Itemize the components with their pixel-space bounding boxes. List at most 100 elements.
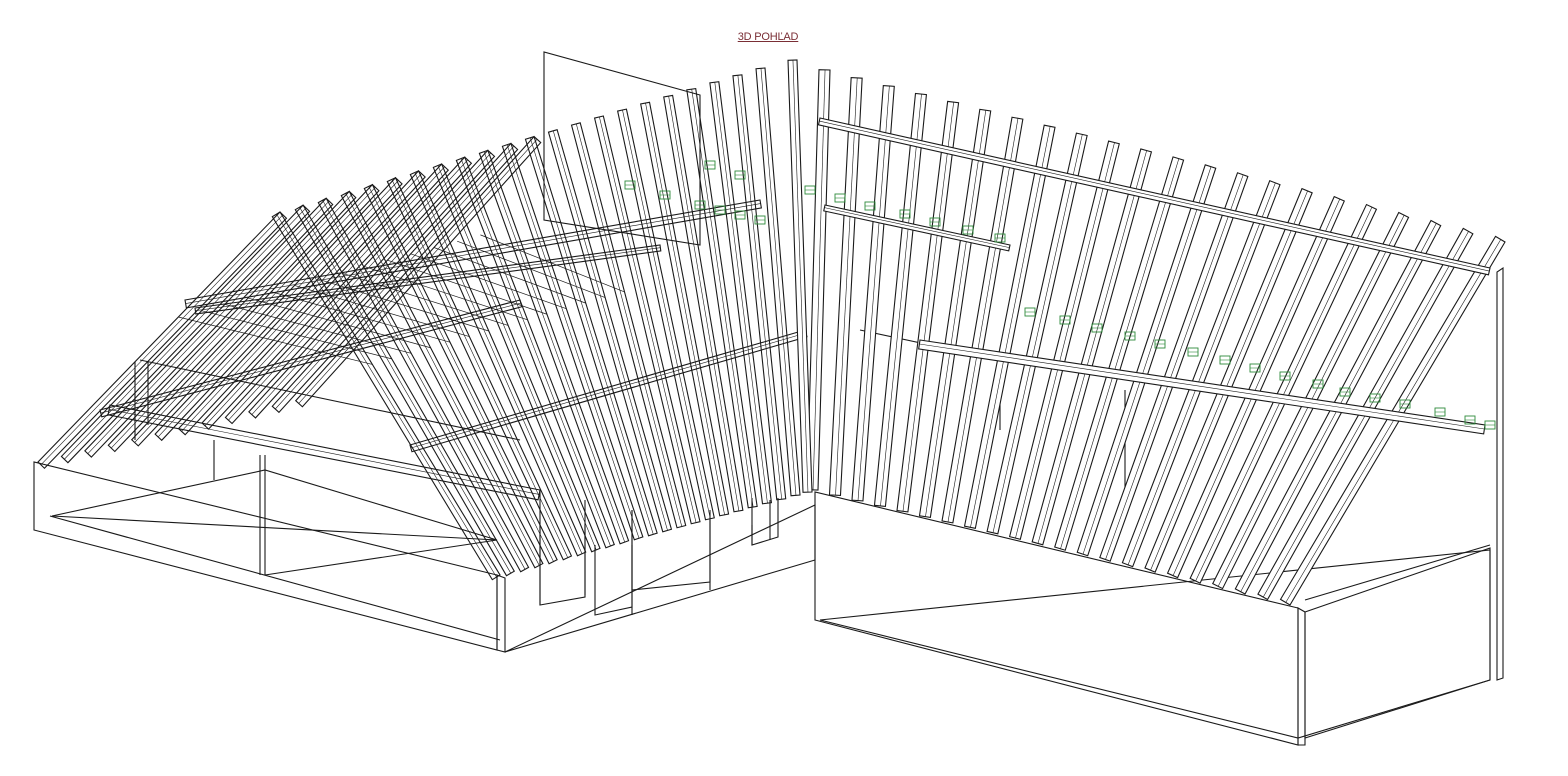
left-rafter-left-0-edge [40, 214, 284, 466]
purlin-upper [184, 199, 763, 309]
right-rafter-11-edge [1060, 158, 1180, 549]
left-rafter-right-14-edge [599, 116, 697, 523]
left-rafter-left-11 [294, 135, 542, 408]
left-rafter-right-11 [524, 135, 658, 537]
left-rafter-right-3 [340, 190, 544, 569]
left-rafter-right-9-edge [483, 151, 626, 543]
right-rafter-14-edge [1127, 182, 1276, 565]
wall-face-2 [51, 469, 498, 541]
tie-beam-left [99, 299, 523, 418]
right-rafter-16-edge [1172, 198, 1341, 576]
purlin-lower [194, 244, 662, 315]
left-rafter-left-3-edge [111, 194, 353, 449]
collar-tie-11 [433, 247, 586, 304]
right-rafter-8-edge [992, 134, 1083, 533]
left-rafter-left-4 [130, 183, 380, 447]
left-rafter-right-5 [386, 176, 573, 561]
left-rafter-right-8-edge [460, 158, 611, 547]
wall-face-9 [543, 51, 701, 246]
left-rafter-right-5-edge [391, 179, 569, 558]
purlin-upper-edge [185, 203, 761, 304]
right-rafter-17 [1189, 203, 1378, 584]
left-rafter-right-13 [570, 122, 687, 529]
wall-face-8 [1496, 266, 1504, 681]
left-rafter-right-18-edge [691, 89, 754, 508]
left-rafter-right-12 [547, 129, 673, 533]
left-rafter-left-3 [107, 190, 357, 453]
right-roof-wing [787, 59, 1506, 606]
left-rafter-right-19 [709, 81, 773, 505]
left-rafter-left-6 [177, 170, 426, 436]
right-rafter-7-edge [970, 126, 1051, 528]
left-rafter-left-1-edge [64, 207, 307, 460]
collar-tie-7 [340, 272, 509, 326]
wall-edge-15 [1304, 544, 1491, 601]
left-rafter-right-21-edge [760, 68, 797, 496]
right-rafter-10 [1031, 148, 1153, 546]
left-rafter-right-0-edge [276, 213, 497, 578]
collar-tie-1 [201, 310, 392, 360]
left-rafter-right-16-edge [645, 102, 725, 515]
collar-tie-10 [410, 253, 567, 310]
collar-tie-6 [317, 278, 489, 332]
left-rafter-left-2 [84, 197, 334, 458]
right-mid-purlin [918, 339, 1486, 435]
left-rafter-right-15 [616, 108, 715, 521]
right-rafter-12 [1076, 164, 1217, 557]
purlin-lower-edge [195, 247, 661, 311]
right-upper-purlin-edge [824, 207, 1010, 248]
left-rafter-right-20 [732, 74, 787, 501]
right-rafter-6 [941, 116, 1024, 524]
left-rafter-right-16 [640, 101, 730, 517]
left-rafter-right-17 [663, 94, 744, 513]
wall-edge-13 [139, 359, 521, 441]
left-rafter-right-4-edge [368, 186, 554, 562]
right-rafter-9-edge [1015, 142, 1115, 539]
right-ridge-purlin-edge [819, 120, 1490, 272]
central-post [787, 59, 813, 493]
left-rafter-right-14 [593, 115, 701, 525]
left-rafter-left-6-edge [181, 173, 422, 432]
right-rafter-3-edge [880, 94, 922, 506]
wall-plate-edge [410, 332, 806, 449]
left-rafter-right-8 [455, 156, 615, 549]
left-rafter-left-9 [248, 149, 496, 419]
left-rafter-right-11-edge [529, 137, 654, 535]
left-rafter-right-21 [755, 67, 801, 497]
left-rafter-right-10-edge [506, 144, 640, 539]
wall-face-5 [819, 549, 1491, 739]
left-rafter-right-10 [501, 142, 644, 541]
opening-3 [751, 498, 779, 546]
left-rafter-right-3-edge [345, 193, 540, 566]
right-mid-purlin-edge [919, 343, 1485, 430]
right-rafter-4-edge [902, 102, 954, 512]
right-rafter-17-edge [1195, 206, 1373, 582]
left-rafter-right-20-edge [737, 75, 782, 500]
left-rafter-left-0 [37, 211, 288, 470]
right-rafter-2 [851, 84, 895, 502]
right-ridge-purlin [817, 117, 1491, 276]
right-rafter-6-edge [947, 118, 1019, 523]
left-rafter-right-15-edge [622, 109, 711, 519]
right-rafter-11 [1054, 156, 1185, 551]
left-rafter-right-4 [363, 183, 558, 565]
left-rafter-right-1 [294, 204, 516, 577]
left-rafter-right-17-edge [668, 96, 740, 511]
left-rafter-right-0 [271, 211, 501, 581]
walls [33, 51, 1504, 746]
right-rafter-4 [896, 100, 960, 513]
right-rafter-5-edge [925, 110, 987, 517]
left-rafter-right-7 [432, 163, 601, 553]
floor-beam-edge [109, 409, 540, 495]
left-rafter-left-4-edge [134, 187, 376, 443]
left-rafter-left-8 [224, 156, 473, 425]
collar-tie-12 [457, 240, 606, 298]
floor-beam [107, 404, 541, 501]
collar-tie-3 [247, 297, 431, 349]
left-rafter-left-5-edge [157, 180, 399, 438]
left-rafter-right-6-edge [414, 172, 583, 554]
wall-face-6 [1297, 607, 1306, 746]
wall-face-3 [504, 504, 816, 653]
left-rafter-right-13-edge [576, 123, 683, 527]
